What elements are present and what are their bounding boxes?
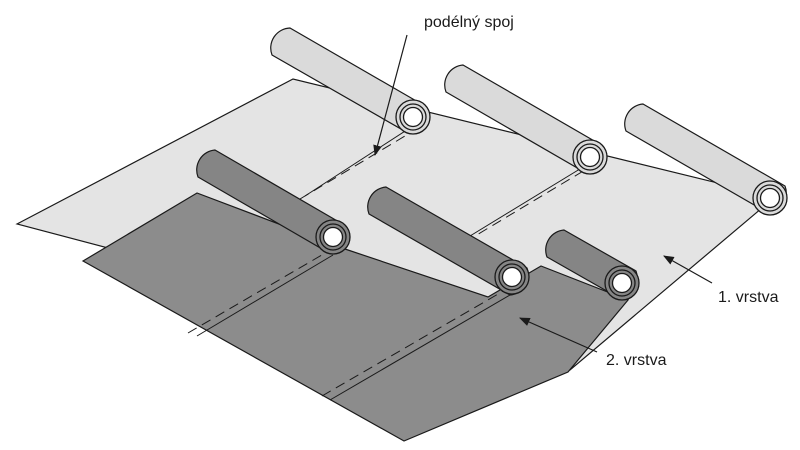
layer-1-arrow	[663, 255, 713, 284]
longitudinal-joint-arrow	[373, 34, 408, 157]
layer-1-seam-dashed	[299, 132, 411, 200]
roll-dark-3	[545, 229, 640, 301]
layer-1-label: 1. vrstva	[718, 289, 779, 306]
layer-2-arrow	[519, 317, 598, 353]
longitudinal-joint-label: podélný spoj	[424, 14, 514, 31]
layer-2-seam-dashed	[187, 251, 328, 334]
layer-1-seam-line	[469, 160, 594, 237]
layer-2-seam-line	[196, 254, 334, 337]
layer-1-seam-line	[304, 123, 417, 197]
layer-2-seam-dashed	[321, 289, 506, 397]
roll-light-2	[444, 64, 608, 175]
layer-1-seam-dashed	[464, 169, 586, 243]
layer-2-seam-line	[329, 294, 511, 401]
roll-dark-2	[367, 186, 530, 296]
roll-dark-1	[196, 149, 351, 255]
layer-2-sheet	[81, 192, 629, 442]
roll-light-3	[624, 103, 788, 216]
layer-2-label: 2. vrstva	[606, 352, 667, 369]
